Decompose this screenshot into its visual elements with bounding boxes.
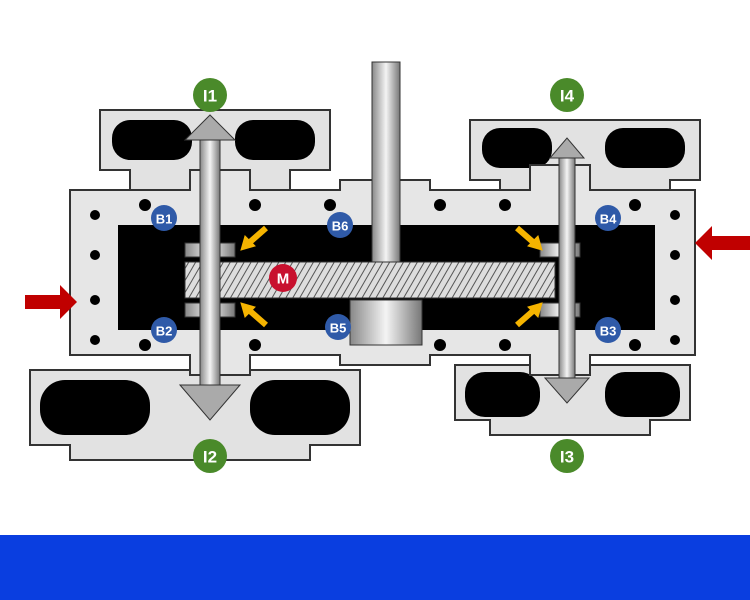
- footer-band: [0, 535, 750, 600]
- svg-text:I3: I3: [560, 448, 574, 467]
- pinion-shaft-right: [558, 149, 576, 391]
- volute-bottom-left: [29, 369, 361, 461]
- motor-gear-badge: M: [269, 264, 297, 292]
- cross-section-drawing: I1 I2 I3 I4 B1 B2 B3 B4 B5 B6 M: [25, 61, 750, 473]
- svg-text:M: M: [277, 271, 290, 288]
- inflow-arrow-left: [25, 285, 77, 319]
- bull-gear: [184, 261, 556, 299]
- bearing-badge-b3: B3: [595, 317, 621, 343]
- force-arrows: [240, 225, 543, 328]
- svg-text:B4: B4: [600, 212, 617, 227]
- svg-text:I4: I4: [560, 87, 575, 106]
- bearing-badge-b6: B6: [327, 212, 353, 238]
- impeller-badge-i1: I1: [193, 78, 227, 112]
- inflow-arrow-right: [695, 226, 750, 260]
- impeller-4: [548, 137, 586, 159]
- bearing-badge-b5: B5: [325, 314, 351, 340]
- svg-text:B6: B6: [332, 219, 349, 234]
- bearing-badge-b2: B2: [151, 317, 177, 343]
- pinion-shaft-left: [199, 134, 221, 406]
- svg-text:I1: I1: [203, 87, 217, 106]
- impeller-badge-i2: I2: [193, 439, 227, 473]
- input-shaft: [371, 61, 401, 263]
- svg-text:B2: B2: [156, 324, 173, 339]
- svg-text:B3: B3: [600, 324, 617, 339]
- bearing-badge-b4: B4: [595, 205, 621, 231]
- impeller-1: [183, 114, 237, 141]
- impeller-2: [178, 384, 242, 421]
- impeller-3: [543, 377, 591, 404]
- impeller-badge-i4: I4: [550, 78, 584, 112]
- svg-text:I2: I2: [203, 448, 217, 467]
- volute-bottom-right: [454, 364, 691, 436]
- impeller-badge-i3: I3: [550, 439, 584, 473]
- volute-top-right: [469, 119, 701, 191]
- svg-text:B1: B1: [156, 212, 173, 227]
- bearing-badge-b1: B1: [151, 205, 177, 231]
- svg-text:B5: B5: [330, 321, 347, 336]
